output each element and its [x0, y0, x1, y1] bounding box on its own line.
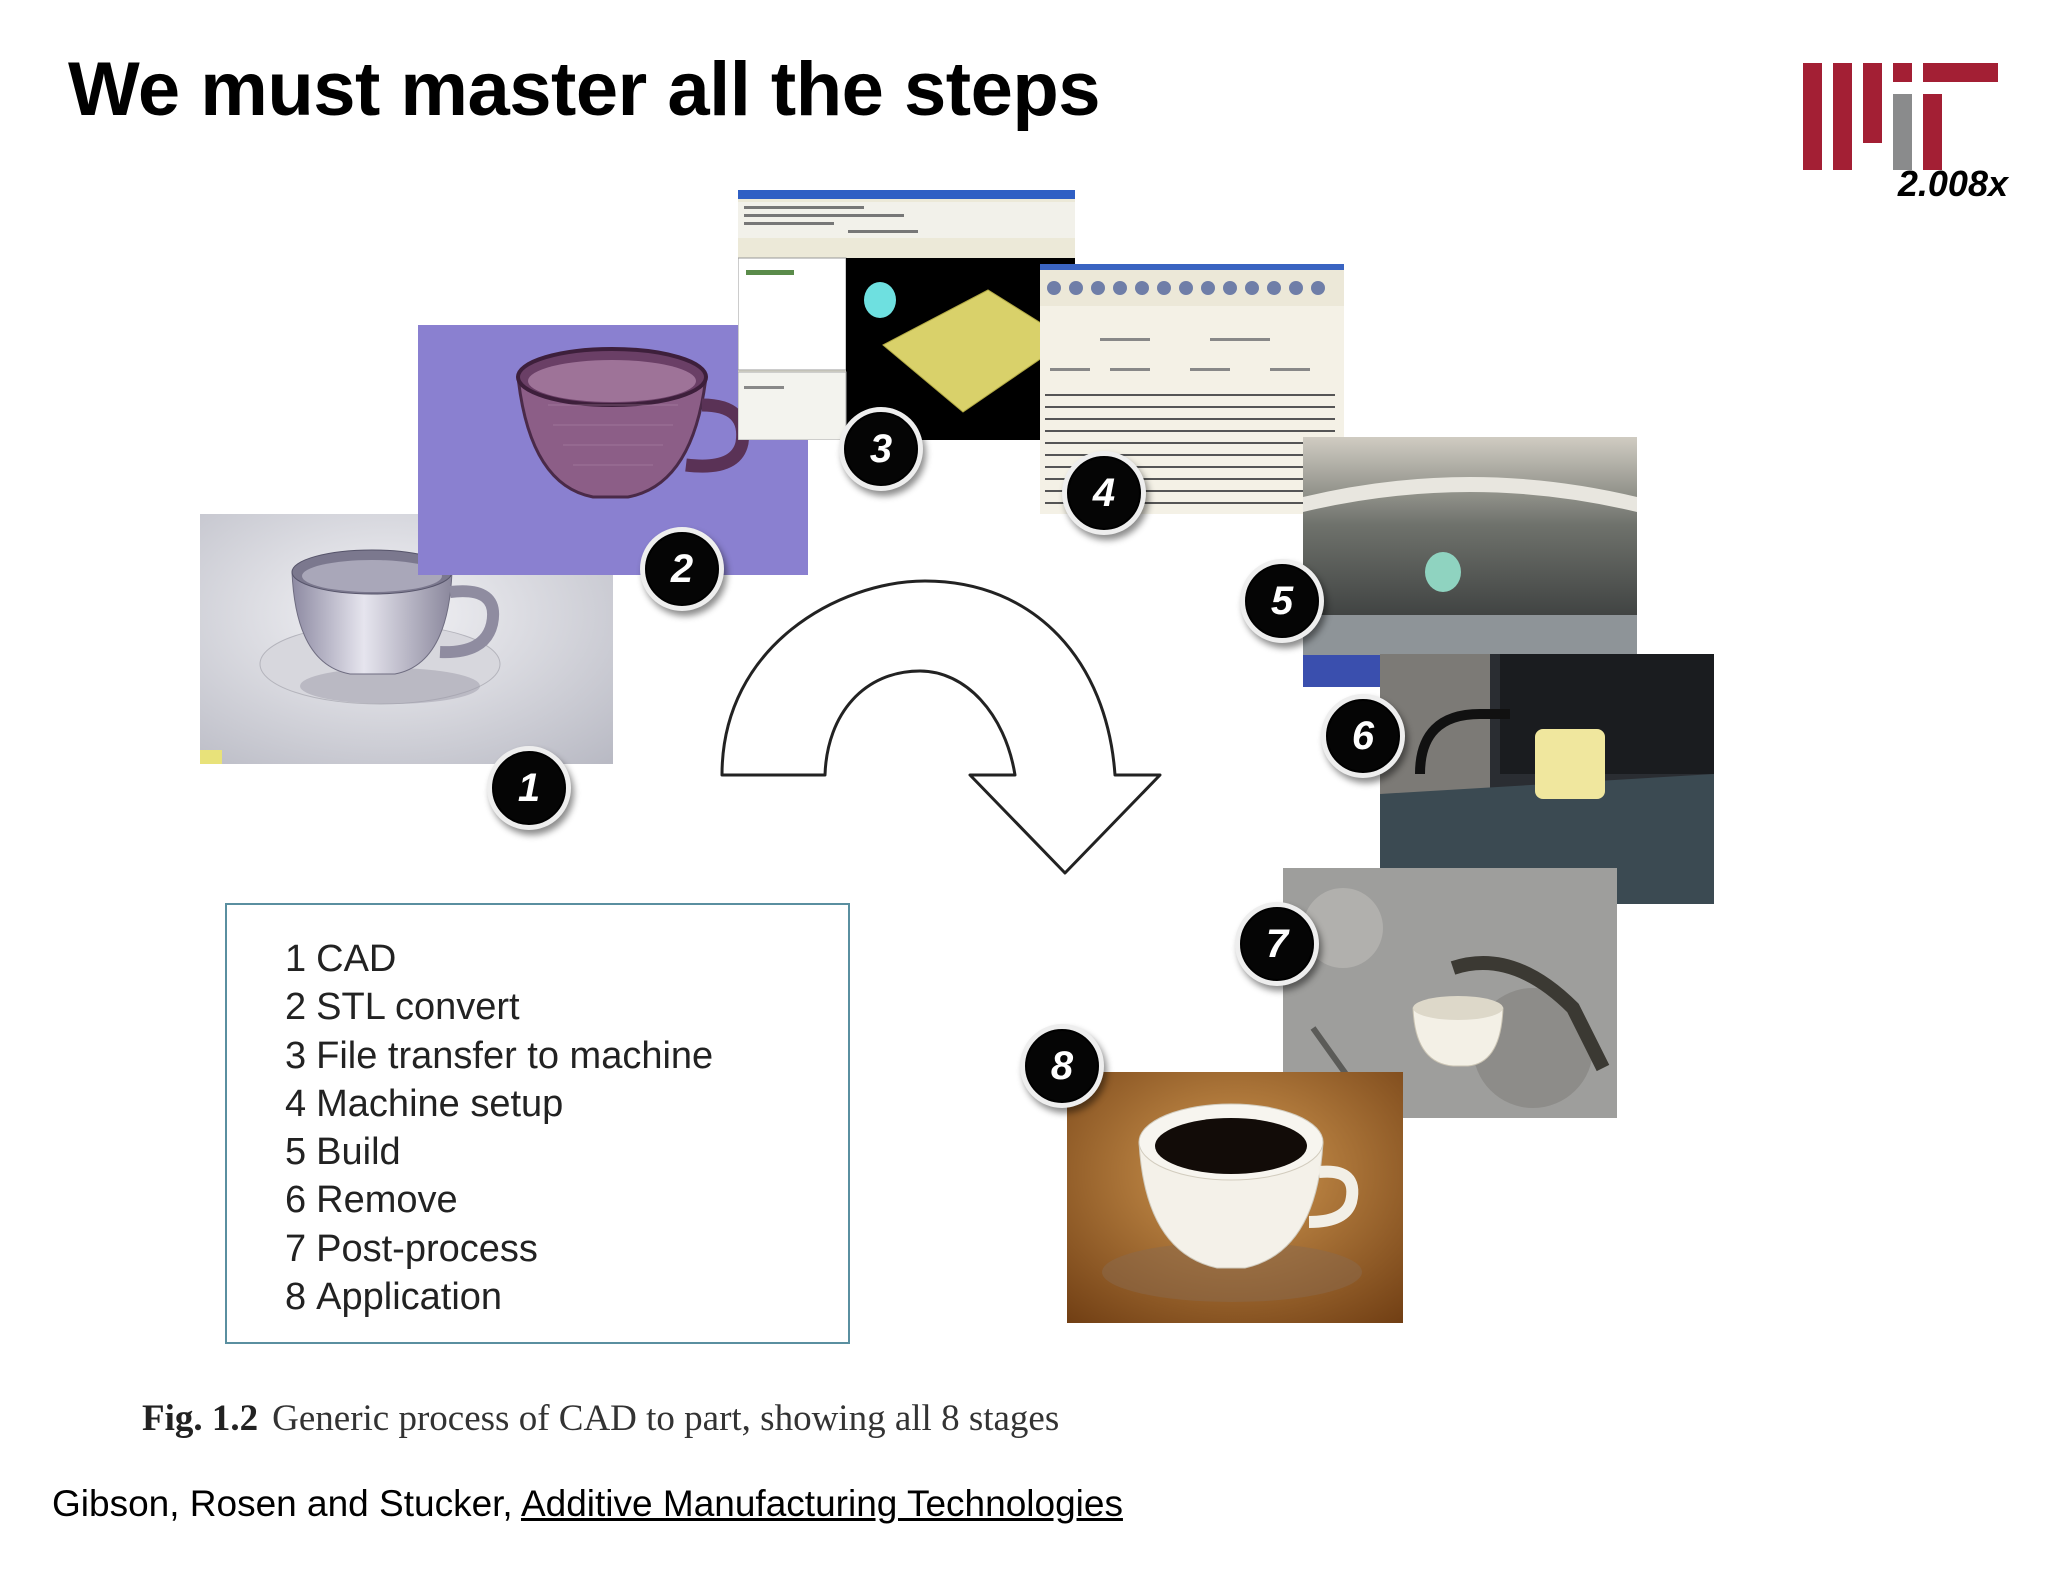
course-number: 2.008x	[1897, 163, 2008, 204]
step-badge-8: 8	[1020, 1024, 1104, 1108]
figure-label: Fig. 1.2	[142, 1398, 259, 1439]
citation-authors: Gibson, Rosen and Stucker,	[52, 1483, 513, 1524]
process-arrow	[720, 579, 1162, 875]
file-transfer-screenshot	[738, 190, 1075, 440]
step-badge-3: 3	[839, 407, 923, 491]
step-badge-2: 2	[640, 527, 724, 611]
build-photo	[1303, 437, 1637, 687]
step-badge-4: 4	[1062, 451, 1146, 535]
application-photo	[1067, 1072, 1403, 1323]
step-badge-1: 1	[487, 746, 571, 830]
figure-caption: Fig. 1.2 Generic process of CAD to part, …	[142, 1397, 1059, 1440]
step-badge-5: 5	[1240, 559, 1324, 643]
citation-book-title: Additive Manufacturing Technologies	[520, 1483, 1123, 1524]
step-badge-6: 6	[1321, 694, 1405, 778]
slide-title: We must master all the steps	[68, 47, 1101, 132]
stl-mesh-image	[418, 325, 808, 575]
remove-photo	[1380, 654, 1714, 904]
figure-caption-text: Generic process of CAD to part, showing …	[272, 1398, 1060, 1439]
mit-logo	[1803, 63, 1998, 170]
citation: Gibson, Rosen and Stucker, Additive Manu…	[52, 1483, 1123, 1525]
step-badge-7: 7	[1235, 902, 1319, 986]
